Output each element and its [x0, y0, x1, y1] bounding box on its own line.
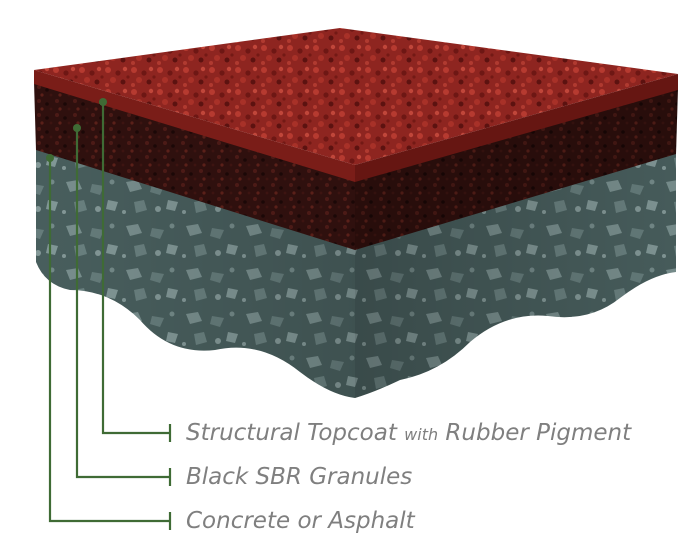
leader-dot-sbr [73, 124, 81, 132]
leader-line-topcoat [101, 102, 170, 435]
leader-line-concrete [48, 158, 170, 523]
topcoat-layer [34, 28, 678, 182]
label-topcoat: Structural Topcoat with Rubber Pigment [186, 420, 632, 446]
label-sbr: Black SBR Granules [186, 464, 413, 490]
leader-dot-concrete [46, 154, 54, 162]
label-concrete: Concrete or Asphalt [186, 508, 415, 534]
concrete-layer [36, 148, 676, 398]
leader-line-sbr [75, 128, 170, 479]
black-sbr-layer [34, 82, 678, 250]
leader-dot-topcoat [99, 98, 107, 106]
